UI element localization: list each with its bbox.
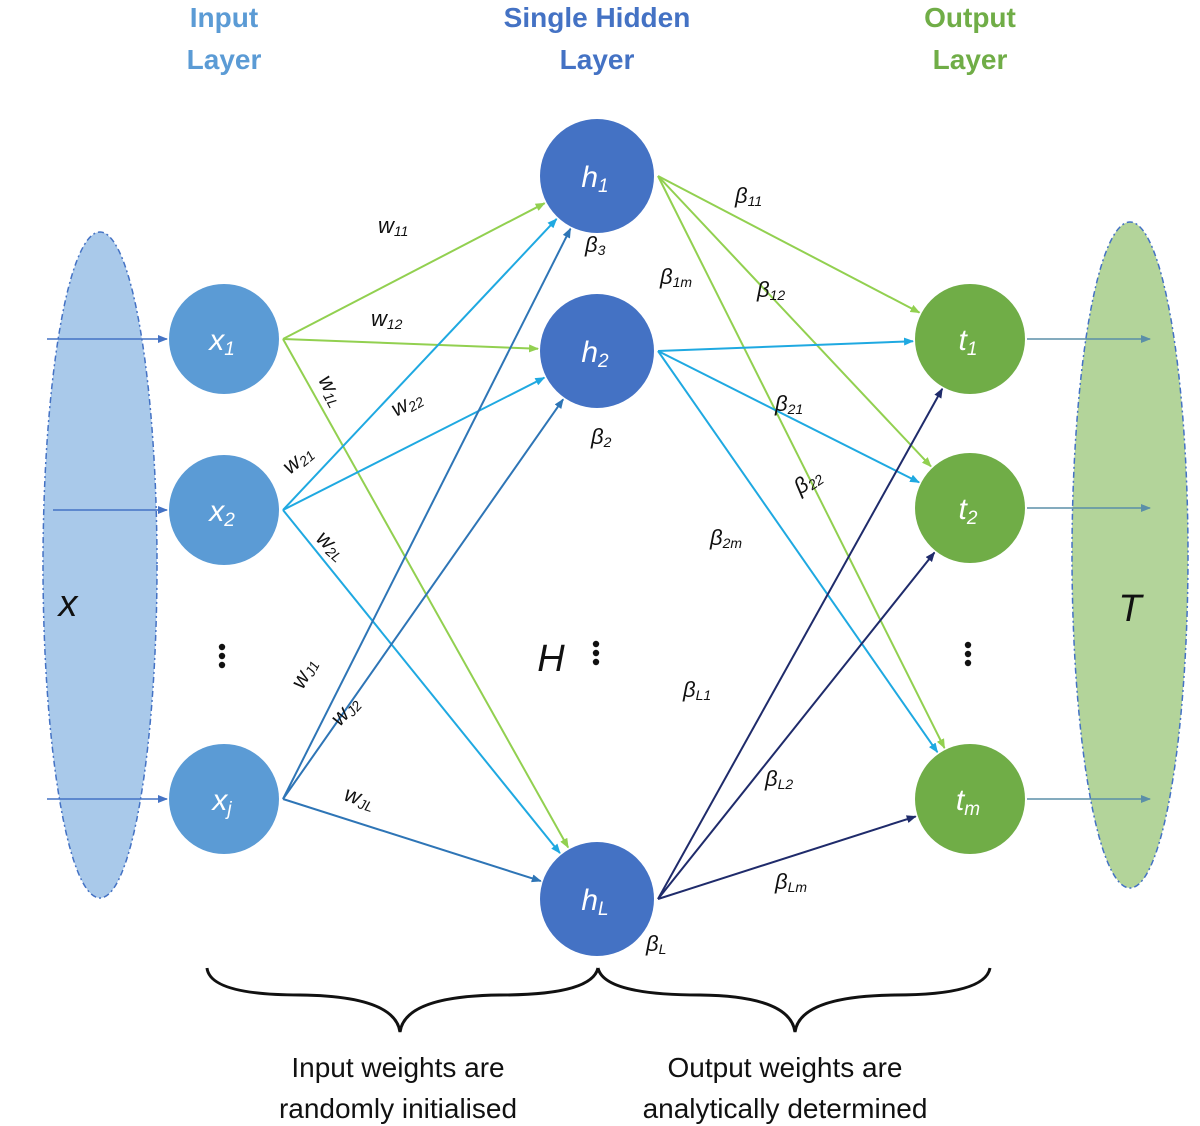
- input-layer-header-line2: Layer: [187, 44, 262, 75]
- edge-w2L: [282, 509, 561, 854]
- node-t2: t2: [915, 453, 1025, 563]
- label-betaL1: βL1: [682, 677, 711, 703]
- edge-w12: [282, 338, 540, 353]
- input-weights-caption-line2: randomly initialised: [279, 1093, 517, 1124]
- edge-beta22: [657, 350, 920, 484]
- label-w12: w12: [371, 306, 403, 332]
- edge-wJ2: [282, 398, 564, 800]
- output-ellipsis-dots: [964, 641, 972, 667]
- weight-connections: [282, 175, 946, 900]
- label-wJL: wJL: [341, 781, 378, 815]
- label-beta22: β22: [788, 463, 827, 501]
- label-wJ2: wJ2: [325, 691, 365, 731]
- node-circle-xj: [169, 744, 279, 854]
- edge-wJ1: [282, 227, 572, 800]
- edge-beta21: [657, 337, 915, 352]
- node-t1: t1: [915, 284, 1025, 394]
- node-circle-h2: [540, 294, 654, 408]
- label-beta2m: β2m: [709, 525, 742, 551]
- label-beta21: β21: [774, 391, 803, 417]
- edge-w1L: [282, 338, 570, 849]
- edge-betaLm: [657, 815, 917, 900]
- bias-label-3: β3: [584, 232, 606, 258]
- hidden-matrix-label: H: [537, 638, 565, 680]
- node-label-tm: tm: [956, 784, 980, 820]
- edge-w11: [282, 202, 546, 340]
- bias-label-2: β2: [590, 424, 612, 450]
- layer-headers: Input Layer Single Hidden Layer Output L…: [187, 2, 1016, 75]
- edge-beta11: [657, 175, 921, 314]
- input-vector-ellipse: [42, 231, 158, 899]
- output-layer-header-line2: Layer: [933, 44, 1008, 75]
- edge-betaL1: [657, 387, 944, 900]
- node-label-x2: x2: [207, 495, 235, 531]
- output-feed-arrows: [1027, 335, 1151, 803]
- edge-beta1m: [657, 175, 946, 749]
- label-w11: w11: [378, 213, 408, 239]
- output-weights-caption-line1: Output weights are: [667, 1052, 902, 1083]
- output-vector-label: T: [1118, 588, 1144, 630]
- node-label-h2: h2: [581, 336, 609, 372]
- input-layer-header-line1: Input: [190, 2, 258, 33]
- output-vector-ellipse: [1071, 221, 1189, 889]
- bias-label-L: βL: [645, 931, 666, 957]
- input-ellipsis-dots: [218, 643, 226, 669]
- label-betaLm: βLm: [774, 869, 807, 895]
- bias-labels: β3 β2 βL: [584, 232, 666, 957]
- label-betaL2: βL2: [764, 766, 793, 792]
- input-vector-label: x: [57, 583, 80, 625]
- edge-beta12: [657, 175, 932, 468]
- label-beta12: β12: [756, 277, 785, 303]
- node-circle-tm: [915, 744, 1025, 854]
- node-tm: tm: [915, 744, 1025, 854]
- node-circle-x1: [169, 284, 279, 394]
- node-xj: xj: [169, 744, 279, 854]
- node-x2: x2: [169, 455, 279, 565]
- input-weights-brace: [205, 967, 600, 1033]
- label-beta11: β11: [734, 183, 762, 209]
- node-x1: x1: [169, 284, 279, 394]
- edge-wJL: [282, 798, 542, 883]
- hidden-layer-header-line1: Single Hidden: [504, 2, 691, 33]
- node-circle-hL: [540, 842, 654, 956]
- output-weights-caption-line2: analytically determined: [643, 1093, 928, 1124]
- node-circle-h1: [540, 119, 654, 233]
- hidden-ellipsis-dots: [592, 640, 600, 666]
- label-w22: w22: [387, 384, 427, 422]
- node-hL: hL: [540, 842, 654, 956]
- node-circle-t1: [915, 284, 1025, 394]
- input-feed-arrows: [47, 335, 168, 803]
- label-beta1m: β1m: [659, 264, 692, 290]
- node-label-t2: t2: [959, 493, 978, 529]
- node-label-t1: t1: [959, 324, 978, 360]
- edge-w22: [282, 376, 546, 511]
- edge-beta2m: [657, 350, 939, 754]
- node-circle-t2: [915, 453, 1025, 563]
- output-layer-header-line1: Output: [924, 2, 1016, 33]
- edge-betaL2: [657, 551, 936, 900]
- node-label-x1: x1: [207, 324, 235, 360]
- input-weights-caption-line1: Input weights are: [291, 1052, 504, 1083]
- node-label-hL: hL: [581, 884, 608, 920]
- label-w21: w21: [277, 439, 318, 479]
- label-wJ1: wJ1: [285, 654, 322, 693]
- node-label-h1: h1: [581, 161, 608, 197]
- label-w2L: w2L: [311, 525, 352, 565]
- neuron-nodes: x1 x2 xj h1 h2 hL t1 t2 tm: [169, 119, 1025, 956]
- edge-w21: [282, 218, 558, 511]
- output-weights-brace: [596, 967, 992, 1033]
- node-label-xj: xj: [210, 784, 232, 820]
- node-circle-x2: [169, 455, 279, 565]
- node-h2: h2: [540, 294, 654, 408]
- node-h1: h1: [540, 119, 654, 233]
- label-w1L: w1L: [313, 371, 351, 411]
- hidden-layer-header-line2: Layer: [560, 44, 635, 75]
